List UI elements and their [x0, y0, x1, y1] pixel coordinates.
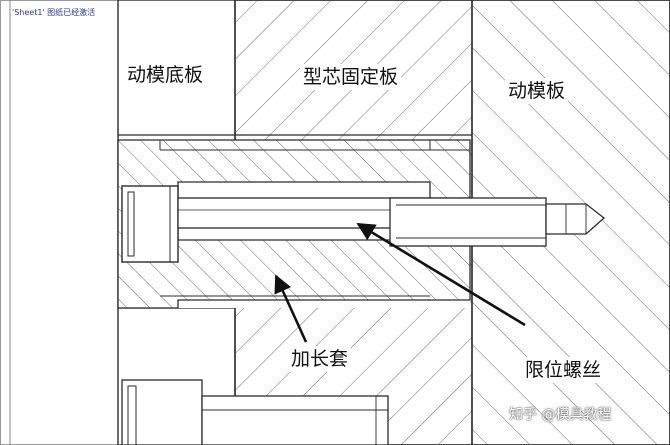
limit-screw-leader — [356, 222, 526, 327]
watermark: 知乎 @模具教程 — [509, 407, 612, 423]
limit-screw — [121, 185, 606, 263]
leader-arrows — [274, 222, 526, 343]
label-moving-base-plate: 动模底板 — [124, 62, 207, 88]
sheet-status-text: 'Sheet1' 图纸已经激活 — [12, 8, 96, 17]
extension-sleeve-leader — [274, 274, 308, 343]
label-extension-sleeve: 加长套 — [288, 346, 352, 372]
label-limit-screw: 限位螺丝 — [522, 357, 605, 383]
label-core-fixing-plate: 型芯固定板 — [300, 64, 402, 90]
lower-pin — [121, 379, 389, 445]
label-moving-plate: 动模板 — [505, 78, 569, 104]
